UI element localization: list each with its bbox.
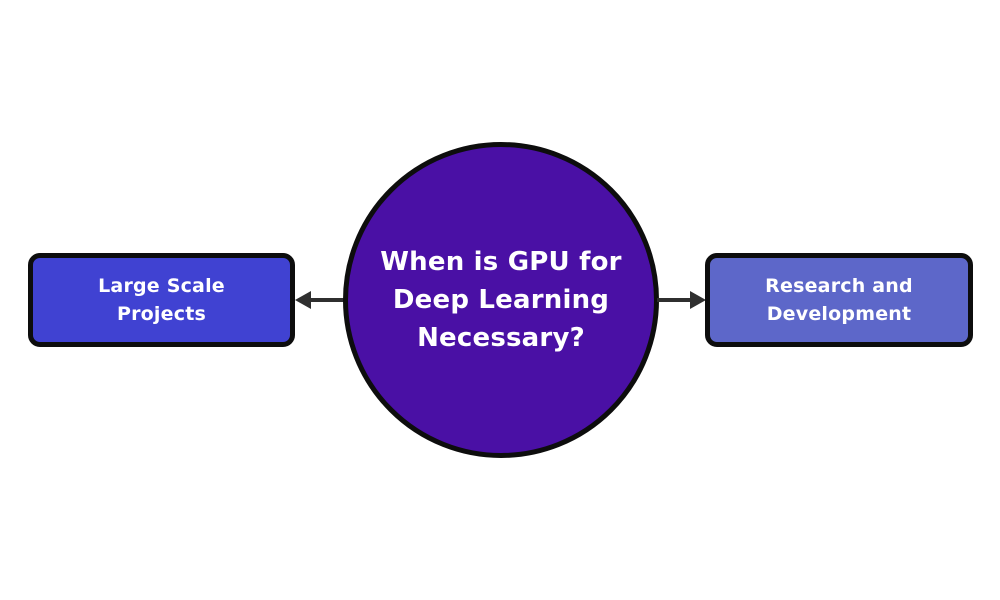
label-line: Large Scale	[98, 275, 225, 297]
node-central-question: When is GPU for Deep Learning Necessary?	[343, 142, 659, 458]
arrow-left-icon	[295, 291, 344, 309]
node-large-scale-projects: Large Scale Projects	[28, 253, 295, 347]
label-line: Development	[766, 303, 912, 325]
node-large-scale-projects-label: Large Scale Projects	[98, 272, 225, 328]
label-line: Research and	[765, 275, 913, 297]
arrow-right-icon	[657, 291, 706, 309]
node-research-and-development-label: Research and Development	[765, 272, 913, 328]
node-research-and-development: Research and Development	[705, 253, 973, 347]
label-line: Deep Learning	[392, 285, 610, 315]
label-line: Projects	[116, 303, 206, 325]
label-line: Necessary?	[417, 323, 585, 353]
node-central-question-label: When is GPU for Deep Learning Necessary?	[380, 243, 621, 357]
label-line: When is GPU for	[380, 247, 622, 277]
